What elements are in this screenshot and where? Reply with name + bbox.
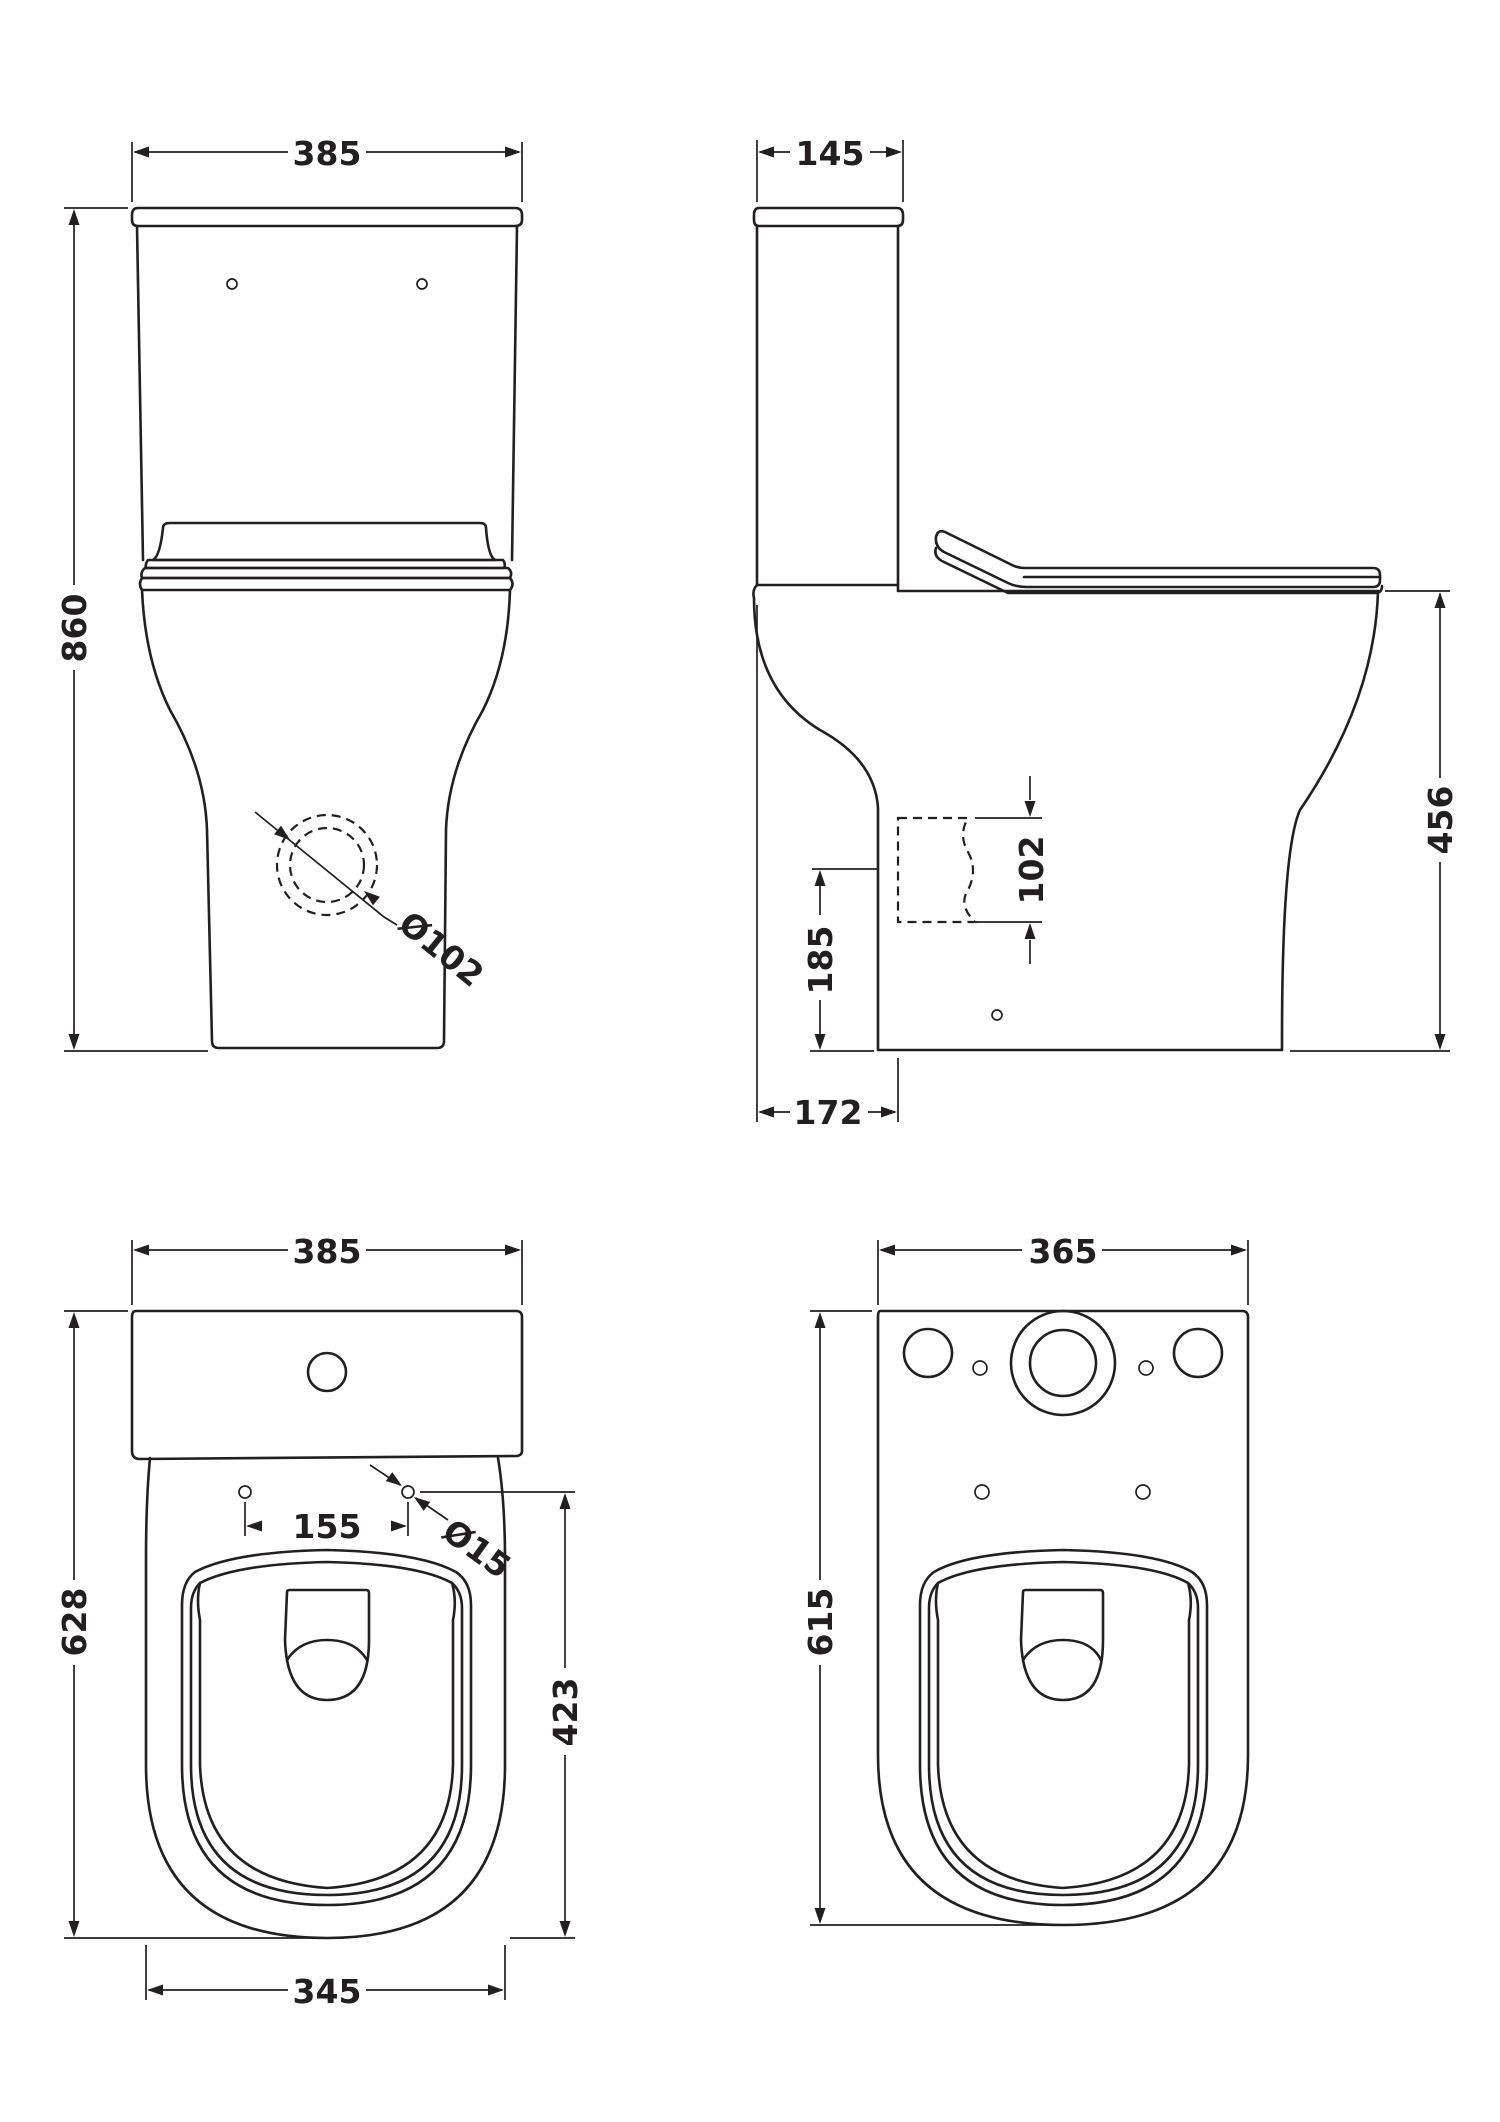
- side-waste-height-dimension: 185: [801, 870, 874, 1052]
- side-wall-to-outlet-label: 172: [794, 1093, 863, 1132]
- side-toilet-outline: [752, 206, 1384, 1052]
- side-pan-height-label: 456: [1421, 786, 1460, 855]
- underside-width-dimension: 365: [877, 1232, 1249, 1305]
- side-pan-height-dimension: 456: [1290, 590, 1460, 1052]
- front-toilet-outline: [130, 206, 524, 1050]
- top-depth-label: 628: [55, 1588, 94, 1657]
- side-wall-to-outlet-dimension: 172: [756, 605, 899, 1132]
- top-fixing-centres-label: 155: [293, 1507, 362, 1546]
- front-height-label: 860: [55, 594, 94, 663]
- top-view: 385 628 155 Ø15: [55, 1232, 585, 2011]
- front-height-dimension: 860: [55, 207, 208, 1052]
- top-fixing-centres-dimension: 155: [244, 1502, 409, 1546]
- side-view: 145 456 102 185: [752, 134, 1460, 1132]
- side-cistern-depth-dimension: 145: [756, 134, 904, 202]
- top-toilet-outline: [130, 1309, 524, 1940]
- front-view: Ø102 385 860: [55, 134, 524, 1052]
- underside-width-label: 365: [1029, 1232, 1098, 1271]
- side-waste-outlet-label: 102: [1012, 836, 1051, 905]
- front-width-dimension: 385: [131, 134, 523, 202]
- side-cistern-depth-label: 145: [796, 134, 865, 173]
- front-waste-outlet: [254, 811, 398, 926]
- top-fixing-hole-leader: [369, 1464, 449, 1521]
- underside-depth-dimension: 615: [801, 1310, 1060, 1926]
- side-waste-outlet-dimension: 102: [975, 776, 1051, 964]
- top-hole-to-front-dimension: 423: [420, 1491, 585, 1939]
- top-pan-width-dimension: 345: [145, 1945, 506, 2011]
- side-waste-height-label: 185: [801, 926, 840, 995]
- top-hole-to-front-label: 423: [546, 1678, 585, 1747]
- top-pan-width-label: 345: [293, 1972, 362, 2011]
- underside-view: 365 615: [801, 1232, 1250, 1927]
- top-width-dimension: 385: [131, 1232, 523, 1305]
- underside-toilet-outline: [876, 1309, 1250, 1927]
- top-width-label: 385: [293, 1232, 362, 1271]
- top-depth-dimension: 628: [55, 1310, 320, 1939]
- front-width-label: 385: [293, 134, 362, 173]
- underside-depth-label: 615: [801, 1588, 840, 1657]
- side-waste-outlet: [812, 816, 978, 924]
- front-waste-diameter-label: Ø102: [391, 903, 491, 994]
